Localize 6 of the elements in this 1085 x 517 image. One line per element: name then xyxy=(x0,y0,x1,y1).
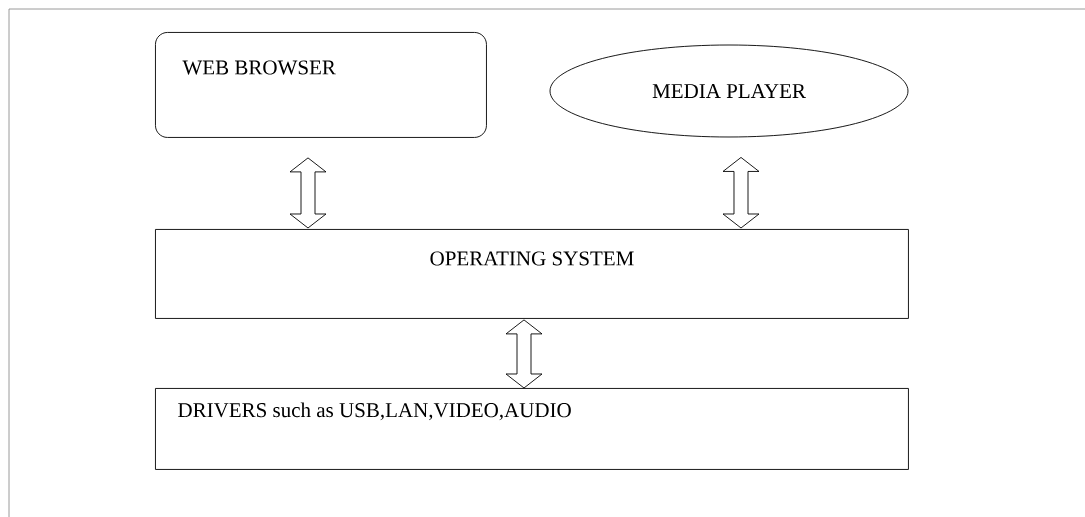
process-box: OPERATING SYSTEM xyxy=(155,229,909,319)
process-box: DRIVERS such as USB,LAN,VIDEO,AUDIO xyxy=(155,388,909,470)
double-arrow xyxy=(505,319,543,389)
double-arrow xyxy=(722,157,760,229)
rounded-box: WEB BROWSER xyxy=(155,32,487,138)
double-arrow xyxy=(289,157,327,229)
